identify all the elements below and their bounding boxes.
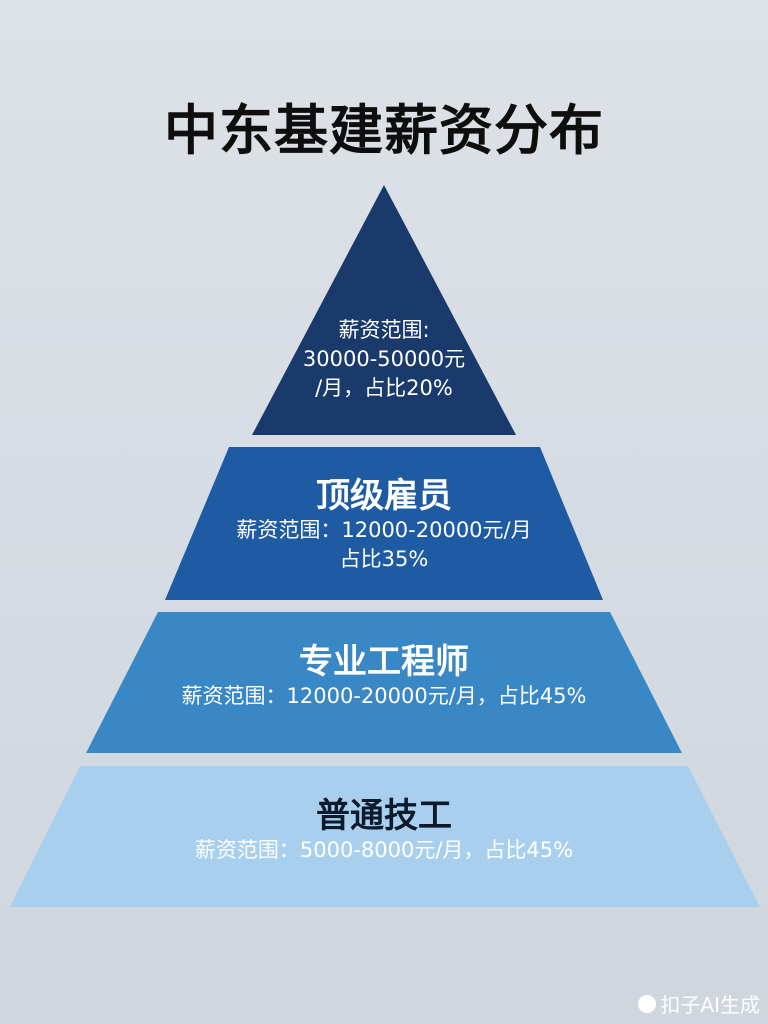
tier-1-shape xyxy=(252,185,516,435)
tier-4-label: 普通技工 薪资范围：5000-8000元/月，占比45% xyxy=(0,796,768,865)
tier-4-shape xyxy=(10,766,760,907)
tier-1-desc-2: 30000-50000元 xyxy=(302,347,466,371)
coze-logo-icon xyxy=(638,994,657,1013)
tier-2-label: 顶级雇员 薪资范围：12000-20000元/月 占比35% xyxy=(0,476,768,574)
tier-3-shape xyxy=(86,612,682,753)
tier-3-desc-1: 薪资范围：12000-20000元/月，占比45% xyxy=(181,684,587,708)
tier-4-name: 普通技工 xyxy=(316,796,452,836)
tier-1-desc-1: 薪资范围: xyxy=(338,318,430,342)
tier-1-label: 薪资范围: 30000-50000元 /月，占比20% xyxy=(0,316,768,403)
watermark-text: 扣子AI生成 xyxy=(660,993,760,1017)
tier-3-name: 专业工程师 xyxy=(299,642,469,682)
tier-1-desc-3: /月，占比20% xyxy=(315,376,453,400)
watermark: 扣子AI生成 xyxy=(638,989,760,1018)
tier-2-name: 顶级雇员 xyxy=(316,476,452,516)
tier-2-shape xyxy=(165,447,603,600)
tier-4-desc-1: 薪资范围：5000-8000元/月，占比45% xyxy=(194,838,574,862)
tier-2-desc-1: 薪资范围：12000-20000元/月 xyxy=(236,518,532,542)
tier-3-label: 专业工程师 薪资范围：12000-20000元/月，占比45% xyxy=(0,642,768,711)
tier-2-desc-2: 占比35% xyxy=(339,547,429,571)
page-title: 中东基建薪资分布 xyxy=(164,99,604,162)
